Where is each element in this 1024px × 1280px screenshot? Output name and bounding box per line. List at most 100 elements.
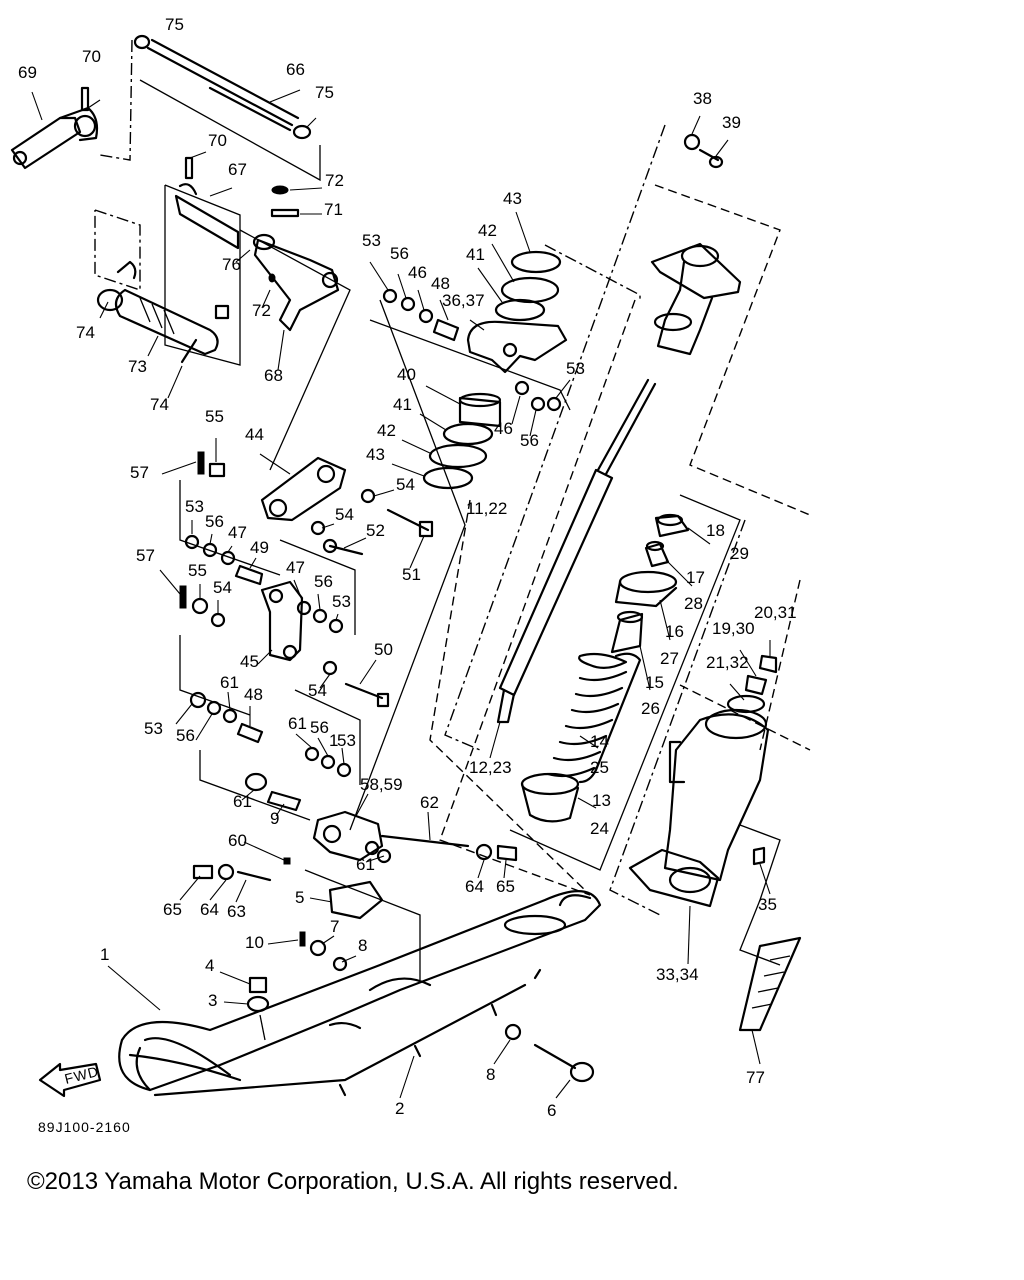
- adjuster-19-20-21: [726, 654, 778, 714]
- callout-label: 46: [408, 263, 427, 282]
- tie-rod-66: [133, 34, 312, 140]
- callout-label: 58,59: [360, 775, 403, 794]
- callout-label: 53: [566, 359, 585, 378]
- upper-collar-18: [654, 513, 690, 538]
- link-44: [260, 456, 376, 536]
- callout-label: 72: [325, 171, 344, 190]
- callout-label: 75: [165, 15, 184, 34]
- callout-label: 19,30: [712, 619, 755, 638]
- callout-label: 20,31: [754, 603, 797, 622]
- callout-label: 64: [200, 900, 219, 919]
- callout-label: 43: [366, 445, 385, 464]
- callout-label: 74: [150, 395, 169, 414]
- callout-label: 61: [233, 792, 252, 811]
- callout-label: 56: [205, 512, 224, 531]
- callout-label: 45: [240, 652, 259, 671]
- callout-label: 1: [329, 731, 338, 750]
- callout-label: 17: [686, 568, 705, 587]
- callout-label: 41: [466, 245, 485, 264]
- callout-label: 53: [185, 497, 204, 516]
- leader-lines: [31, 89, 771, 1099]
- callout-label: 54: [308, 681, 327, 700]
- steering-column-67: [174, 156, 240, 250]
- shock-rod: [496, 378, 657, 724]
- callout-label: 53: [144, 719, 163, 738]
- callout-label: 8: [358, 936, 367, 955]
- callout-label: 61: [220, 673, 239, 692]
- bolts-51-52: [322, 508, 434, 556]
- bolt-10-nut-7-8: [299, 931, 348, 972]
- callout-label: 8: [486, 1065, 495, 1084]
- callout-label: 56: [390, 244, 409, 263]
- callout-label: 35: [758, 895, 777, 914]
- callout-label: 33,34: [656, 965, 699, 984]
- fwd-label: FWD: [63, 1063, 101, 1087]
- callout-label: 7: [330, 917, 339, 936]
- callout-label: 21,32: [706, 653, 749, 672]
- bolt-50: [344, 682, 390, 708]
- callout-label: 3: [208, 991, 217, 1010]
- callout-label: 53: [362, 231, 381, 250]
- damper-5: [328, 880, 384, 920]
- callout-label: 75: [315, 83, 334, 102]
- callout-label: 62: [420, 793, 439, 812]
- callout-label: 56: [310, 718, 329, 737]
- callout-label: 61: [356, 855, 375, 874]
- ski-1: [118, 890, 602, 1092]
- callout-label: 6: [547, 1101, 556, 1120]
- callout-label: 65: [496, 877, 515, 896]
- bump-rubber-15: [610, 610, 644, 654]
- callout-label: 40: [397, 365, 416, 384]
- bolt-35: [752, 846, 766, 866]
- callout-label: 48: [431, 274, 450, 293]
- callout-label: 71: [324, 200, 343, 219]
- washers-41-42-43-top: [494, 250, 562, 322]
- bushings-53-56-46-48-top: [382, 288, 460, 342]
- callout-label: 43: [503, 189, 522, 208]
- callout-label: 48: [244, 685, 263, 704]
- callout-label: 29: [730, 544, 749, 563]
- shock-top-mount: [650, 242, 742, 356]
- callout-label: 65: [163, 900, 182, 919]
- callout-label: 67: [228, 160, 247, 179]
- callout-label: 47: [286, 558, 305, 577]
- callout-label: 49: [250, 538, 269, 557]
- callout-label: 55: [205, 407, 224, 426]
- callout-label: 52: [366, 521, 385, 540]
- bushing-3-4: [246, 976, 270, 1013]
- link-45: [260, 580, 344, 676]
- callout-label: 44: [245, 425, 264, 444]
- callout-label: 70: [82, 47, 101, 66]
- callout-label: 74: [76, 323, 95, 342]
- figure-code: 89J100-2160: [38, 1119, 131, 1135]
- lower-seat-13: [520, 772, 580, 823]
- callout-label: 12,23: [469, 758, 512, 777]
- callout-label: 54: [396, 475, 415, 494]
- callout-label: 15: [645, 673, 664, 692]
- bolt-6-washer-8: [504, 1023, 595, 1083]
- decal-77: [738, 936, 802, 1032]
- callout-label: 63: [227, 902, 246, 921]
- callout-label: 50: [374, 640, 393, 659]
- callout-label: 9: [270, 809, 279, 828]
- callout-label: 24: [590, 819, 609, 838]
- pin-71-72: [268, 185, 300, 283]
- callout-label: 66: [286, 60, 305, 79]
- callout-label: 38: [693, 89, 712, 108]
- callout-label: 51: [402, 565, 421, 584]
- runner-2: [153, 968, 542, 1097]
- nut-64-65-right: [475, 843, 518, 862]
- bushings-53-56-46-lower: [514, 380, 562, 412]
- callout-label: 2: [395, 1099, 404, 1118]
- callout-label: 56: [176, 726, 195, 745]
- washers-41-42-43-lower: [422, 422, 494, 490]
- callout-label: 68: [264, 366, 283, 385]
- callout-label: 69: [18, 63, 37, 82]
- callout-label: 39: [722, 113, 741, 132]
- spindle-58-59: [283, 810, 470, 865]
- callout-label: 14: [590, 732, 609, 751]
- callout-label: 76: [222, 255, 241, 274]
- collar-40: [458, 392, 502, 428]
- callout-label: 53: [332, 592, 351, 611]
